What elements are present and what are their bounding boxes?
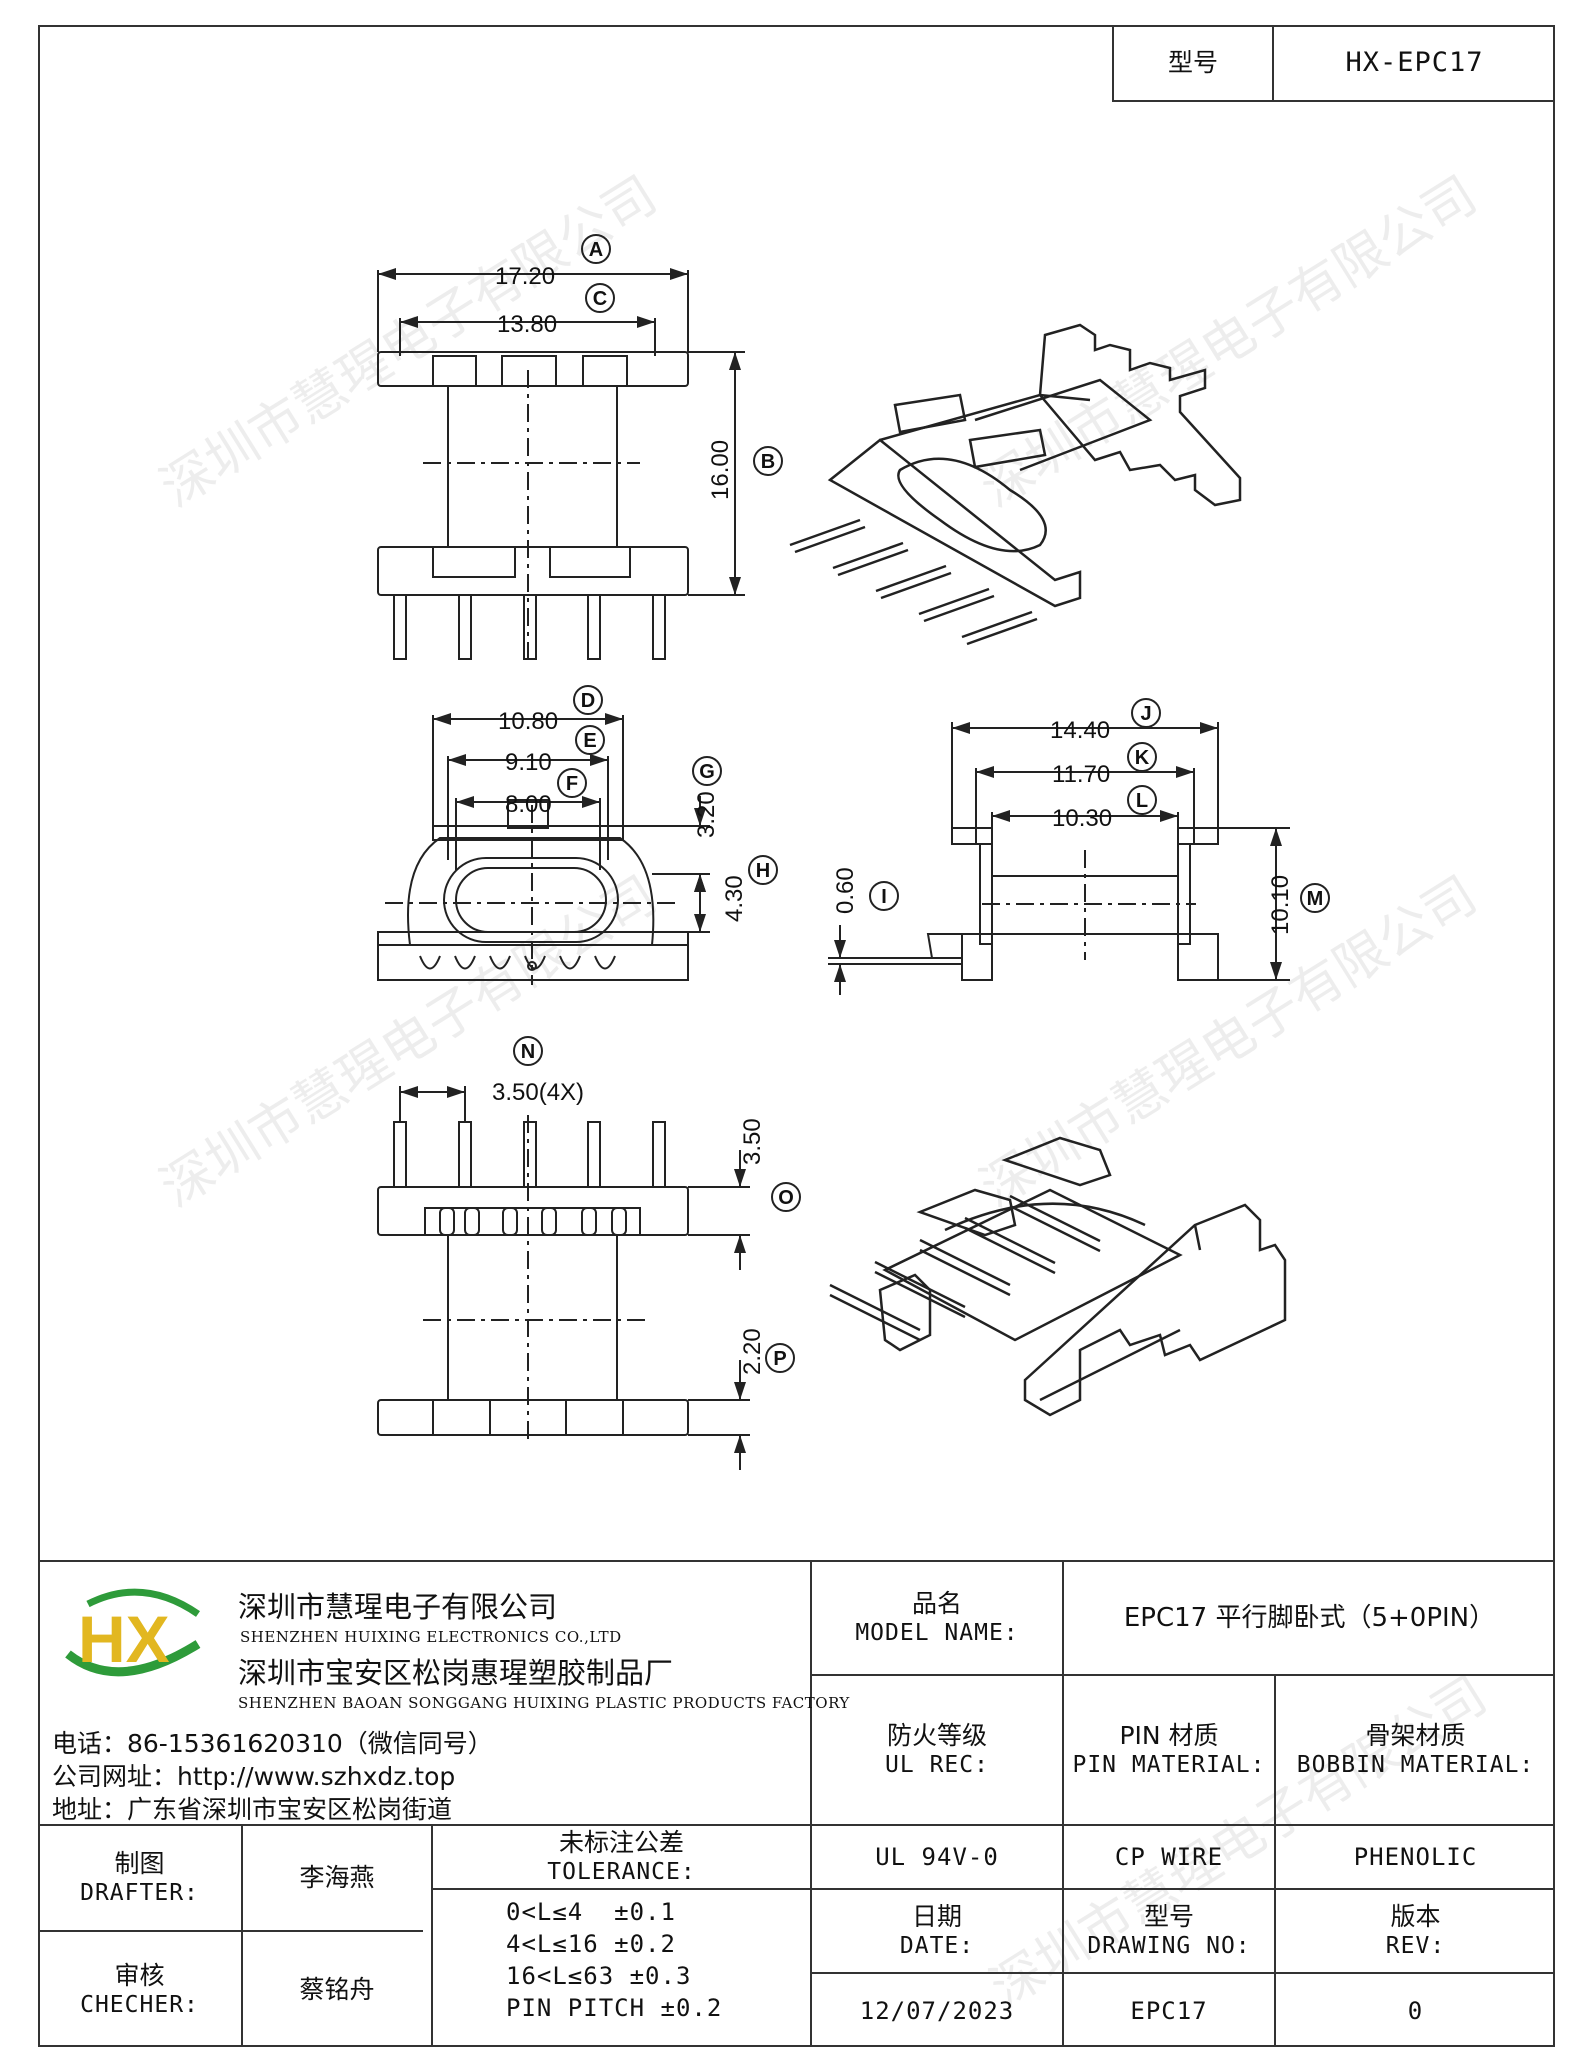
- ul-rec-label: 防火等级 UL REC:: [885, 1721, 989, 1779]
- side-view: [377, 713, 710, 985]
- ref-m: M: [1300, 883, 1330, 913]
- date-label: 日期 DATE:: [899, 1902, 975, 1960]
- svg-text:E: E: [583, 730, 596, 752]
- ref-c: C: [585, 283, 615, 313]
- technical-drawing: 17.20 13.80 16.00 10.80 9.10 8.00 3.20 4…: [377, 234, 1330, 1470]
- svg-text:J: J: [1140, 703, 1151, 725]
- front-view: [377, 268, 745, 660]
- model-name-label: 品名 MODEL NAME:: [855, 1589, 1019, 1647]
- checker-label: 审核 CHECHER:: [80, 1960, 199, 2018]
- isometric-view-top: [789, 323, 1242, 646]
- ref-e: E: [575, 725, 605, 755]
- tolerance-list: 0<L≤4 ±0.1 4<L≤16 ±0.2 16<L≤63 ±0.3 PIN …: [506, 1898, 806, 2026]
- svg-text:H: H: [756, 860, 770, 882]
- drawing-no-value: EPC17: [1130, 1996, 1208, 2025]
- svg-text:G: G: [699, 761, 715, 783]
- ref-d: D: [573, 685, 603, 715]
- dim-value-n: 3.50(4X): [492, 1079, 584, 1106]
- model-header-label: 型号: [1167, 47, 1218, 77]
- pin-material-value: CP WIRE: [1114, 1843, 1224, 1871]
- svg-text:C: C: [593, 288, 607, 310]
- factory-name-en: SHENZHEN BAOAN SONGGANG HUIXING PLASTIC …: [238, 1694, 850, 1712]
- bobbin-material-value: PHENOLIC: [1353, 1843, 1478, 1871]
- ref-a: A: [581, 234, 611, 264]
- company-phone: 电话：86-15361620310（微信同号）: [52, 1729, 493, 1758]
- svg-text:L: L: [1136, 790, 1148, 812]
- model-header-value: HX-EPC17: [1345, 46, 1484, 78]
- model-name-value: EPC17 平行脚卧式（5+0PIN）: [1123, 1602, 1496, 1633]
- dim-value-a: 17.20: [495, 263, 555, 290]
- ref-j: J: [1131, 698, 1161, 728]
- tolerance-line: 4<L≤16 ±0.2: [506, 1930, 676, 1958]
- tolerance-line: 0<L≤4 ±0.1: [506, 1898, 676, 1926]
- bobbin-material-label: 骨架材质 BOBBIN MATERIAL:: [1296, 1721, 1535, 1779]
- checker-value: 蔡铭舟: [299, 1974, 375, 2004]
- model-header-box: 型号 HX-EPC17: [1112, 25, 1555, 102]
- dim-value-h: 4.30: [721, 875, 748, 922]
- bottom-view: [377, 1086, 750, 1470]
- dim-value-i: 0.60: [832, 867, 859, 914]
- date-value: 12/07/2023: [859, 1996, 1015, 2025]
- svg-text:D: D: [581, 690, 595, 712]
- ref-n: N: [513, 1036, 543, 1066]
- dim-value-g: 3.20: [693, 791, 720, 838]
- drawing-no-label: 型号 DRAWING NO:: [1087, 1902, 1251, 1960]
- logo-text: HX: [78, 1602, 170, 1676]
- company-website: 公司网址：http://www.szhxdz.top: [52, 1762, 456, 1791]
- company-address: 地址：广东省深圳市宝安区松岗街道: [52, 1795, 453, 1824]
- isometric-view-bottom: [829, 1136, 1287, 1417]
- company-name-en: SHENZHEN HUIXING ELECTRONICS CO.,LTD: [240, 1628, 622, 1646]
- ref-g: G: [692, 756, 722, 786]
- dim-value-k: 11.70: [1052, 761, 1110, 788]
- svg-text:N: N: [521, 1041, 535, 1063]
- drawing-frame: [38, 25, 1555, 2047]
- company-name-cn: 深圳市慧瑆电子有限公司: [238, 1590, 558, 1624]
- svg-text:M: M: [1307, 888, 1324, 910]
- svg-text:F: F: [566, 773, 578, 795]
- tolerance-line: PIN PITCH ±0.2: [506, 1994, 723, 2022]
- factory-name-cn: 深圳市宝安区松岗惠瑆塑胶制品厂: [238, 1656, 674, 1690]
- end-view: [828, 722, 1290, 995]
- ref-i: I: [869, 881, 899, 911]
- ref-h: H: [748, 855, 778, 885]
- dim-value-p: 2.20: [739, 1328, 766, 1375]
- dim-value-b: 16.00: [707, 440, 734, 500]
- svg-text:P: P: [773, 1348, 786, 1370]
- dim-value-d: 10.80: [498, 708, 558, 735]
- dim-value-e: 9.10: [505, 749, 552, 776]
- dim-value-c: 13.80: [497, 311, 557, 338]
- ref-p: P: [765, 1343, 795, 1373]
- dim-value-f: 8.00: [505, 791, 552, 818]
- drafter-value: 李海燕: [299, 1863, 375, 1893]
- rev-label: 版本 REV:: [1385, 1902, 1446, 1960]
- rev-value: 0: [1407, 1996, 1424, 2025]
- dim-value-l: 10.30: [1052, 805, 1112, 832]
- svg-text:K: K: [1135, 747, 1150, 769]
- tolerance-line: 16<L≤63 ±0.3: [506, 1962, 692, 1990]
- svg-text:A: A: [589, 239, 603, 261]
- svg-text:B: B: [761, 451, 775, 473]
- ref-f: F: [557, 768, 587, 798]
- ref-k: K: [1127, 742, 1157, 772]
- pin-material-label: PIN 材质 PIN MATERIAL:: [1072, 1721, 1266, 1779]
- drafter-label: 制图 DRAFTER:: [80, 1849, 199, 1907]
- tolerance-label: 未标注公差 TOLERANCE:: [547, 1828, 696, 1886]
- title-block: HX 深圳市慧瑆电子有限公司 SHENZHEN HUIXING ELECTRON…: [38, 1560, 1555, 2047]
- company-logo: HX: [65, 1588, 201, 1677]
- dim-value-j: 14.40: [1050, 717, 1110, 744]
- svg-text:O: O: [778, 1187, 794, 1209]
- ref-b: B: [753, 446, 783, 476]
- svg-text:I: I: [881, 886, 887, 908]
- ref-l: L: [1127, 785, 1157, 815]
- ref-o: O: [771, 1182, 801, 1212]
- ul-rec-value: UL 94V-0: [875, 1843, 999, 1871]
- dim-value-m: 10.10: [1267, 875, 1294, 935]
- dim-value-o: 3.50: [739, 1118, 766, 1165]
